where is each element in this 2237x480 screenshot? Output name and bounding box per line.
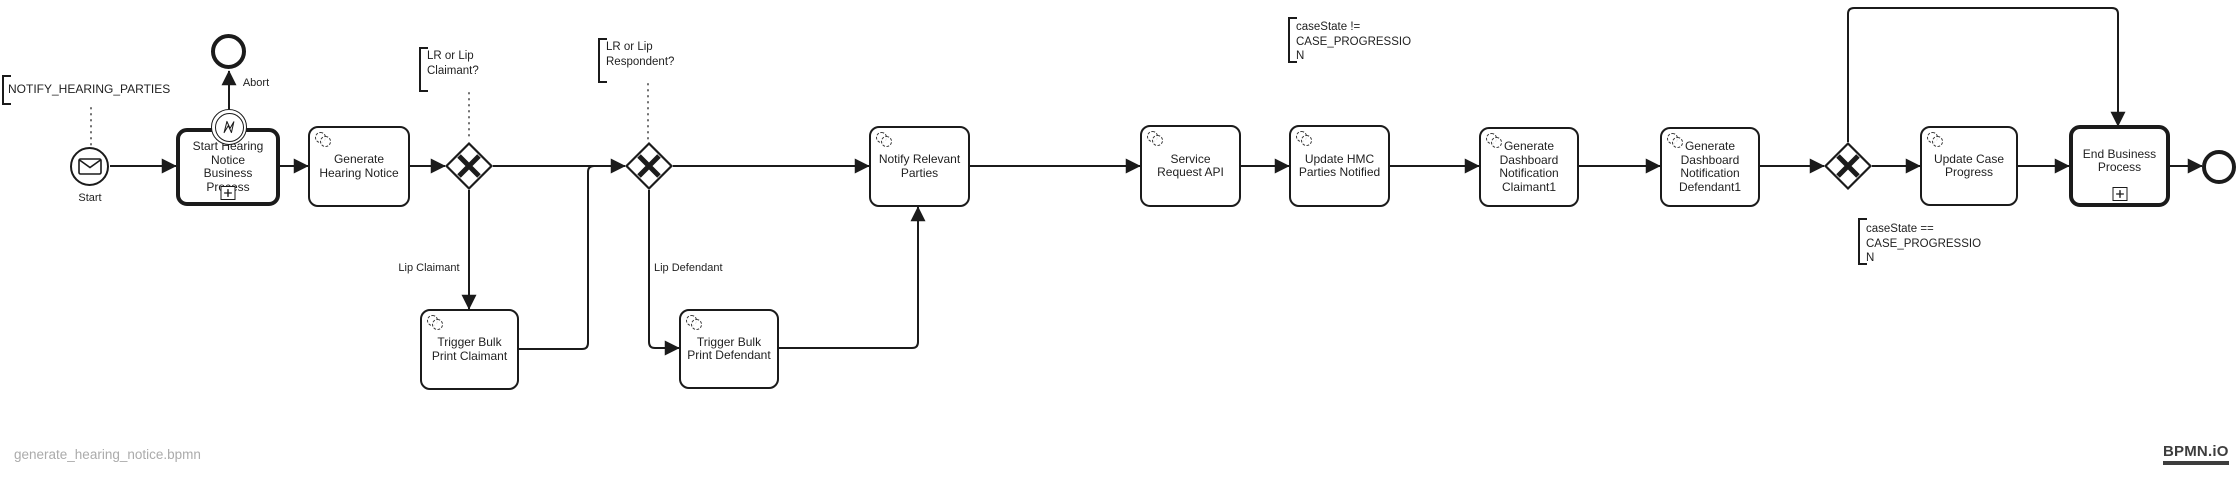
abort-end-event[interactable] <box>211 34 246 69</box>
exclusive-gateway-respondent[interactable] <box>623 140 675 192</box>
start-event[interactable] <box>70 147 109 186</box>
annotation-lr-or-lip-respondent[interactable]: LR or Lip Respondent? <box>606 41 675 68</box>
error-lightning-icon <box>223 120 235 134</box>
service-task-gears-icon <box>314 131 333 147</box>
annotation-case-state-not-progression[interactable]: caseState != CASE_PROGRESSIO N <box>1296 21 1412 62</box>
bpmnio-logo-link[interactable]: BPMN.iO <box>2163 443 2229 465</box>
exclusive-gateway-x-icon <box>624 141 674 191</box>
annotation-bracket <box>1858 218 1867 265</box>
annotation-bracket <box>1288 17 1297 63</box>
exclusive-gateway-x-icon <box>1823 141 1873 191</box>
annotation-bracket <box>419 47 428 92</box>
task-label: Generate Hearing Notice <box>319 152 399 180</box>
end-event[interactable] <box>2202 150 2236 184</box>
edge-label-lip-defendant: Lip Defendant <box>654 262 723 274</box>
annotation-bracket <box>2 75 11 105</box>
sequence-flow-defendant-to-notify[interactable] <box>779 206 926 349</box>
task-trigger-bulk-print-claimant[interactable]: Trigger Bulk Print Claimant <box>420 309 519 390</box>
exclusive-gateway-case-state[interactable] <box>1822 140 1874 192</box>
service-task-gears-icon <box>1146 130 1165 146</box>
service-task-gears-icon <box>1295 130 1314 146</box>
sequence-flow-gateway3-top-to-endprocess[interactable] <box>1847 7 2126 142</box>
sequence-flow-claimant-merge[interactable] <box>519 165 606 350</box>
boundary-event-inner-circle <box>214 112 244 142</box>
task-label: Generate Dashboard Notification Claimant… <box>1499 139 1559 194</box>
service-task-gears-icon <box>1485 132 1504 148</box>
task-notify-relevant-parties[interactable]: Notify Relevant Parties <box>869 126 970 207</box>
collapsed-subprocess-plus-icon[interactable] <box>2112 187 2127 201</box>
annotation-bracket <box>598 38 607 83</box>
service-task-gears-icon <box>1666 132 1685 148</box>
task-label: Trigger Bulk Print Claimant <box>431 335 508 363</box>
task-label: Update HMC Parties Notified <box>1298 151 1381 179</box>
task-label: Generate Dashboard Notification Defendan… <box>1678 139 1742 194</box>
task-update-case-progress[interactable]: Update Case Progress <box>1920 126 2018 206</box>
diagram-filename: generate_hearing_notice.bpmn <box>14 447 201 462</box>
task-label: Service Request API <box>1157 151 1224 179</box>
service-task-gears-icon <box>875 131 894 147</box>
task-label: Update Case Progress <box>1933 151 2005 179</box>
call-activity-label: End Business Process <box>2082 146 2157 174</box>
annotation-case-state-progression[interactable]: caseState == CASE_PROGRESSIO N <box>1866 223 1982 264</box>
annotation-lr-or-lip-claimant[interactable]: LR or Lip Claimant? <box>427 50 479 77</box>
task-label: Notify Relevant Parties <box>878 152 961 180</box>
call-activity-end-business-process[interactable]: End Business Process <box>2069 125 2170 207</box>
task-generate-hearing-notice[interactable]: Generate Hearing Notice <box>308 126 410 207</box>
task-label: Trigger Bulk Print Defendant <box>687 334 771 362</box>
sequence-flow-gateway2-lip-defendant[interactable] <box>648 190 680 356</box>
exclusive-gateway-x-icon <box>444 141 494 191</box>
abort-event-label: Abort <box>242 77 270 89</box>
collapsed-subprocess-plus-icon[interactable] <box>220 186 236 200</box>
start-event-label: Start <box>78 192 102 204</box>
exclusive-gateway-claimant[interactable] <box>443 140 495 192</box>
service-task-gears-icon <box>685 314 704 330</box>
error-boundary-event[interactable] <box>211 109 247 145</box>
task-trigger-bulk-print-defendant[interactable]: Trigger Bulk Print Defendant <box>679 309 779 389</box>
service-task-gears-icon <box>426 314 445 330</box>
task-update-hmc-parties-notified[interactable]: Update HMC Parties Notified <box>1289 125 1390 207</box>
task-generate-dashboard-notification-defendant1[interactable]: Generate Dashboard Notification Defendan… <box>1660 127 1760 207</box>
edge-label-lip-claimant: Lip Claimant <box>398 262 460 274</box>
service-task-gears-icon <box>1926 131 1945 147</box>
annotation-notify-hearing-parties[interactable]: NOTIFY_HEARING_PARTIES <box>8 82 171 96</box>
task-generate-dashboard-notification-claimant1[interactable]: Generate Dashboard Notification Claimant… <box>1479 127 1579 207</box>
task-service-request-api[interactable]: Service Request API <box>1140 125 1241 207</box>
message-envelope-icon <box>77 158 102 175</box>
